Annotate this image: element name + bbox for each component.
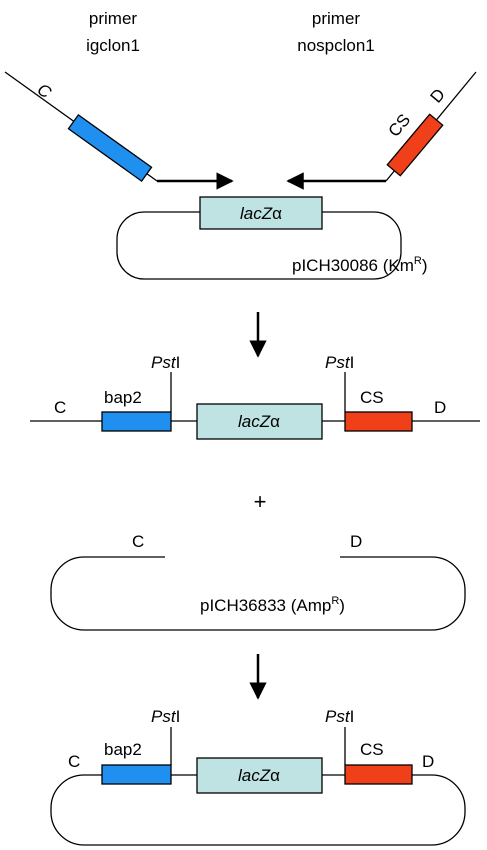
primer-left-end-label: C	[34, 80, 56, 103]
primer-right-box	[386, 113, 444, 177]
primer-right-cs-label: CS	[385, 110, 415, 140]
pst-right-label-2: PstI	[325, 707, 354, 726]
plasmid-1-label: pICH30086 (KmR)	[292, 255, 428, 275]
cs-label-1: CS	[360, 388, 384, 407]
vector-d-label: D	[350, 532, 362, 551]
end-c-label-3: C	[68, 752, 80, 771]
end-d-label-2: D	[434, 398, 446, 417]
cs-box-1	[344, 411, 413, 432]
bap2-box-1	[101, 411, 172, 432]
pst-left-label-1: PstI	[151, 353, 180, 372]
pst-right-label-1: PstI	[325, 353, 354, 372]
plasmid-2-label: pICH36833 (AmpR)	[200, 595, 345, 615]
end-c-label-2: C	[54, 398, 66, 417]
primer-right-d-label: D	[427, 85, 449, 107]
pst-left-label-2: PstI	[151, 707, 180, 726]
final-plasmid	[50, 774, 466, 846]
primer-right-label-1: primer	[312, 9, 361, 28]
plus-sign: +	[254, 489, 267, 514]
bap2-label-1: bap2	[104, 388, 142, 407]
lacz-label-3: lacZα	[238, 766, 280, 785]
primer-left-box	[67, 113, 153, 183]
lacz-box-3	[196, 757, 323, 794]
vector-c-label: C	[132, 532, 144, 551]
cs-box-2	[344, 764, 413, 785]
primer-left-label-1: primer	[89, 9, 138, 28]
plasmid-pich36833	[50, 556, 466, 631]
cs-label-2: CS	[360, 740, 384, 759]
bap2-box-2	[101, 764, 172, 785]
lacz-box-2	[196, 403, 323, 440]
lacz-label-2: lacZα	[238, 412, 280, 431]
lacz-label-1: lacZα	[240, 204, 282, 223]
lacz-box-1	[199, 196, 323, 230]
end-d-label-3: D	[422, 752, 434, 771]
bap2-label-2: bap2	[104, 740, 142, 759]
primer-left-label-2: igclon1	[86, 36, 140, 55]
primer-right-label-2: nospclon1	[297, 36, 375, 55]
